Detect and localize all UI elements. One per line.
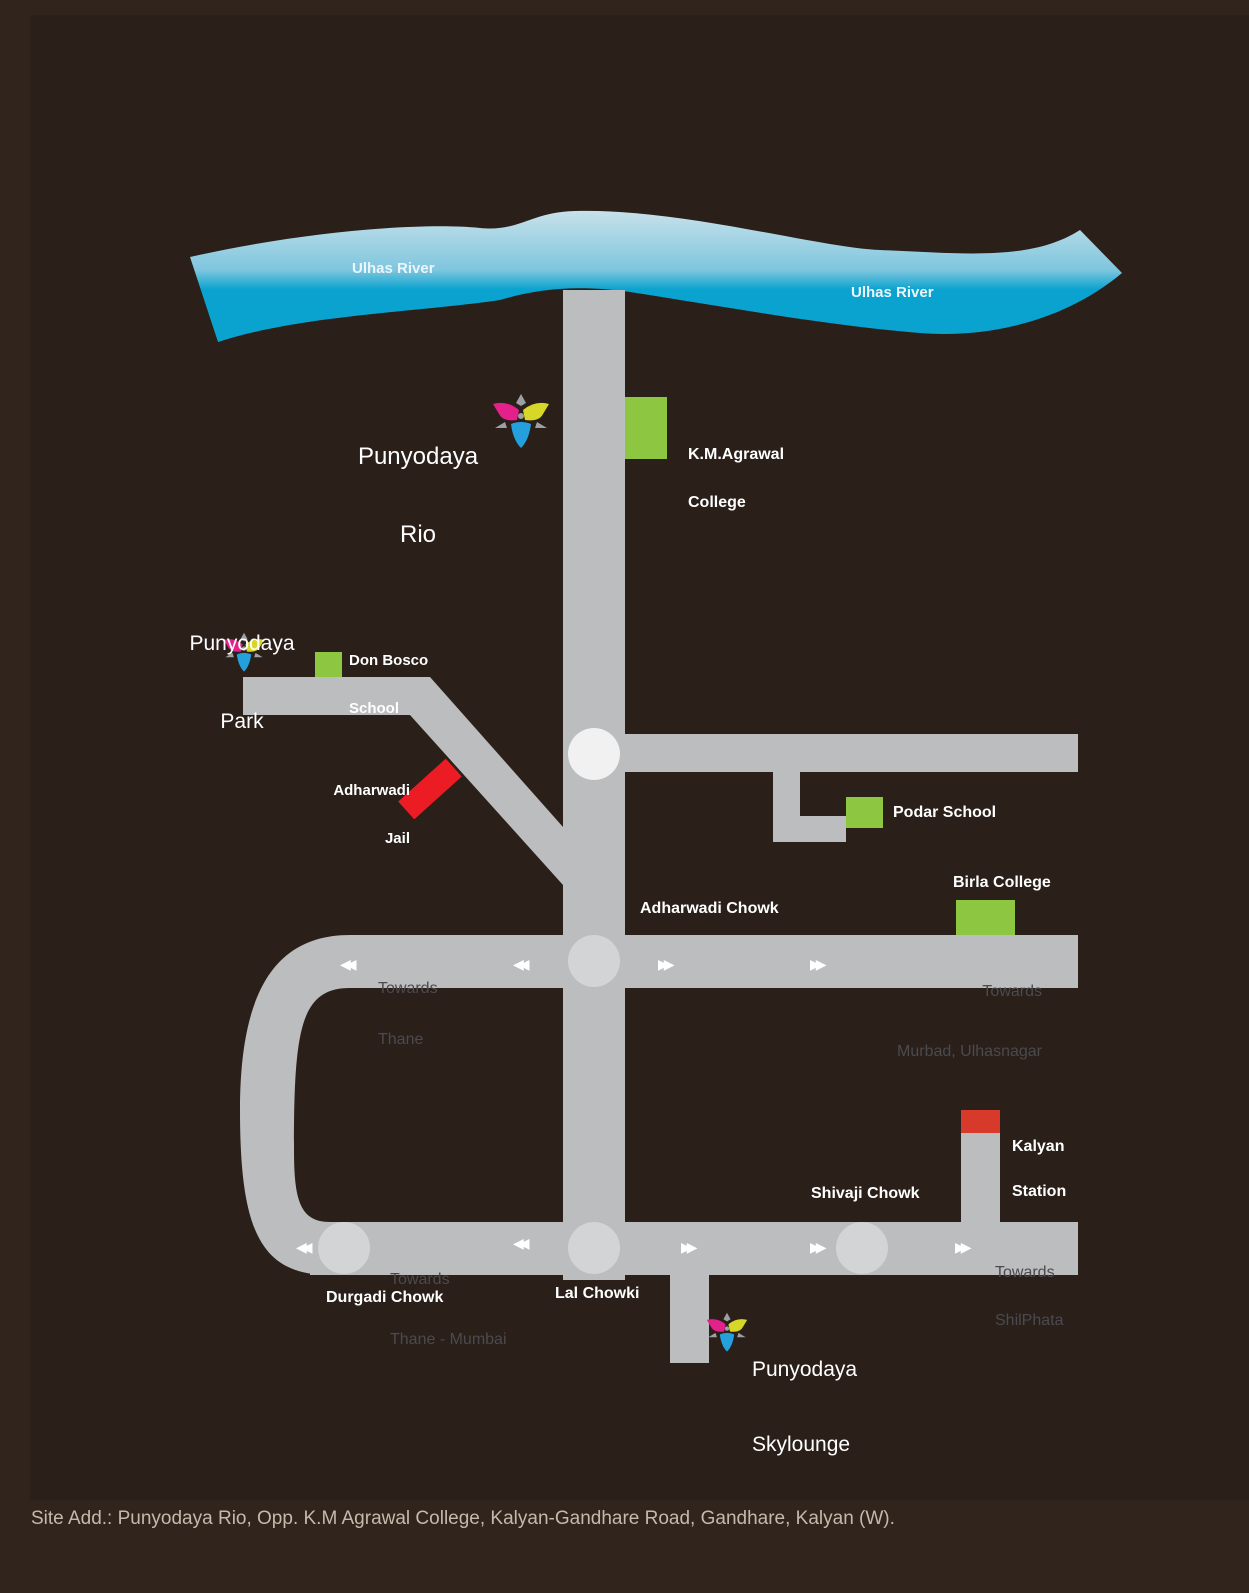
project-name-line1: Punyodaya xyxy=(357,443,479,470)
direction-towards-murbad: Towards Murbad, Ulhasnagar xyxy=(840,942,1042,1082)
road-thane-murbad xyxy=(350,935,1078,988)
direction-towards-thane: Towards Thane xyxy=(378,946,438,1065)
project-name-line2: Skylounge xyxy=(752,1433,851,1456)
punyodaya-logo-icon xyxy=(706,1312,748,1352)
punyodaya-logo-icon xyxy=(493,394,549,448)
direction-line2: Thane xyxy=(378,1031,424,1048)
roads xyxy=(240,290,1078,1363)
roundabout-shivaji-chowk xyxy=(836,1222,888,1274)
label-don-bosco-school: Don Bosco School xyxy=(349,621,428,733)
km-agrawal-college-marker xyxy=(625,397,667,459)
birla-college-marker xyxy=(956,900,1015,935)
direction-line2: Murbad, Ulhasnagar xyxy=(897,1043,1042,1060)
road-loop xyxy=(240,935,350,1275)
roundabout-durgadi-chowk xyxy=(318,1222,370,1274)
roundabout-adharwadi-chowk xyxy=(568,935,620,987)
label-shivaji-chowk: Shivaji Chowk xyxy=(811,1185,920,1202)
arrow-right-icon: ▶▶ xyxy=(681,1240,697,1256)
label-line1: K.M.Agrawal xyxy=(688,446,785,463)
project-name-line2: Rio xyxy=(399,521,436,548)
arrow-right-icon: ▶▶ xyxy=(810,957,826,973)
project-name-line2: Park xyxy=(220,710,264,733)
project-name-line1: Punyodaya xyxy=(189,632,295,655)
road-lower xyxy=(310,1222,1078,1275)
roundabout-north xyxy=(568,728,620,780)
road-east-upper xyxy=(600,734,1078,772)
arrow-right-icon: ▶▶ xyxy=(955,1240,971,1256)
adharwadi-jail-marker xyxy=(398,758,462,820)
label-lal-chowki: Lal Chowki xyxy=(555,1285,640,1302)
label-line1: Don Bosco xyxy=(349,652,429,669)
direction-line2: Thane - Mumbai xyxy=(390,1331,507,1348)
direction-line1: Towards xyxy=(995,1264,1055,1281)
don-bosco-school-marker xyxy=(315,652,342,677)
roundabout-lal-chowki xyxy=(568,1222,620,1274)
river-label: Ulhas River xyxy=(352,260,435,277)
label-line2: College xyxy=(688,494,746,511)
label-adharwadi-jail: Adharwadi Jail xyxy=(310,751,410,863)
road-kalyan-gandhare xyxy=(563,290,625,1280)
label-kalyan-station: Kalyan Station xyxy=(1012,1109,1066,1214)
project-name-line1: Punyodaya xyxy=(752,1358,858,1381)
arrow-left-icon: ◀◀ xyxy=(340,957,356,973)
river-label: Ulhas River xyxy=(851,284,934,301)
label-podar-school: Podar School xyxy=(893,804,997,821)
label-line2: Station xyxy=(1012,1183,1067,1200)
road-station xyxy=(961,1133,1000,1223)
direction-line2: ShilPhata xyxy=(995,1312,1064,1329)
road-diagonal xyxy=(410,677,563,885)
label-line2: Jail xyxy=(384,830,410,847)
direction-towards-shilphata: Towards ShilPhata xyxy=(995,1233,1064,1345)
arrow-left-icon: ◀◀ xyxy=(513,957,529,973)
project-punyodaya-skylounge[interactable]: Punyodaya Skylounge xyxy=(752,1307,857,1482)
direction-towards-thane-mumbai: Towards Thane - Mumbai xyxy=(390,1230,507,1370)
label-durgadi-chowk: Durgadi Chowk xyxy=(326,1289,444,1306)
road-skylounge-stub xyxy=(670,1275,709,1363)
label-line1: Adharwadi xyxy=(333,782,410,799)
direction-line1: Towards xyxy=(378,980,438,997)
site-address: Site Add.: Punyodaya Rio, Opp. K.M Agraw… xyxy=(31,1508,895,1529)
label-adharwadi-chowk: Adharwadi Chowk xyxy=(640,900,779,917)
label-birla-college: Birla College xyxy=(953,874,1051,891)
project-punyodaya-park[interactable]: Punyodaya Park xyxy=(185,579,299,761)
arrow-right-icon: ▶▶ xyxy=(658,957,674,973)
podar-school-marker xyxy=(846,797,883,828)
arrow-right-icon: ▶▶ xyxy=(810,1240,826,1256)
arrow-left-icon: ◀◀ xyxy=(513,1236,529,1252)
label-line1: Kalyan xyxy=(1012,1138,1065,1155)
road-podar-stub-h xyxy=(773,816,846,842)
label-line2: School xyxy=(349,700,400,717)
direction-line1: Towards xyxy=(982,983,1042,1000)
label-km-agrawal-college: K.M.Agrawal College xyxy=(688,415,784,527)
project-punyodaya-rio[interactable]: Punyodaya Rio xyxy=(352,392,484,574)
road-park xyxy=(243,677,430,715)
arrow-left-icon: ◀◀ xyxy=(296,1240,312,1256)
ulhas-river xyxy=(190,210,1122,342)
direction-line1: Towards xyxy=(390,1271,450,1288)
kalyan-station-marker xyxy=(961,1110,1000,1133)
